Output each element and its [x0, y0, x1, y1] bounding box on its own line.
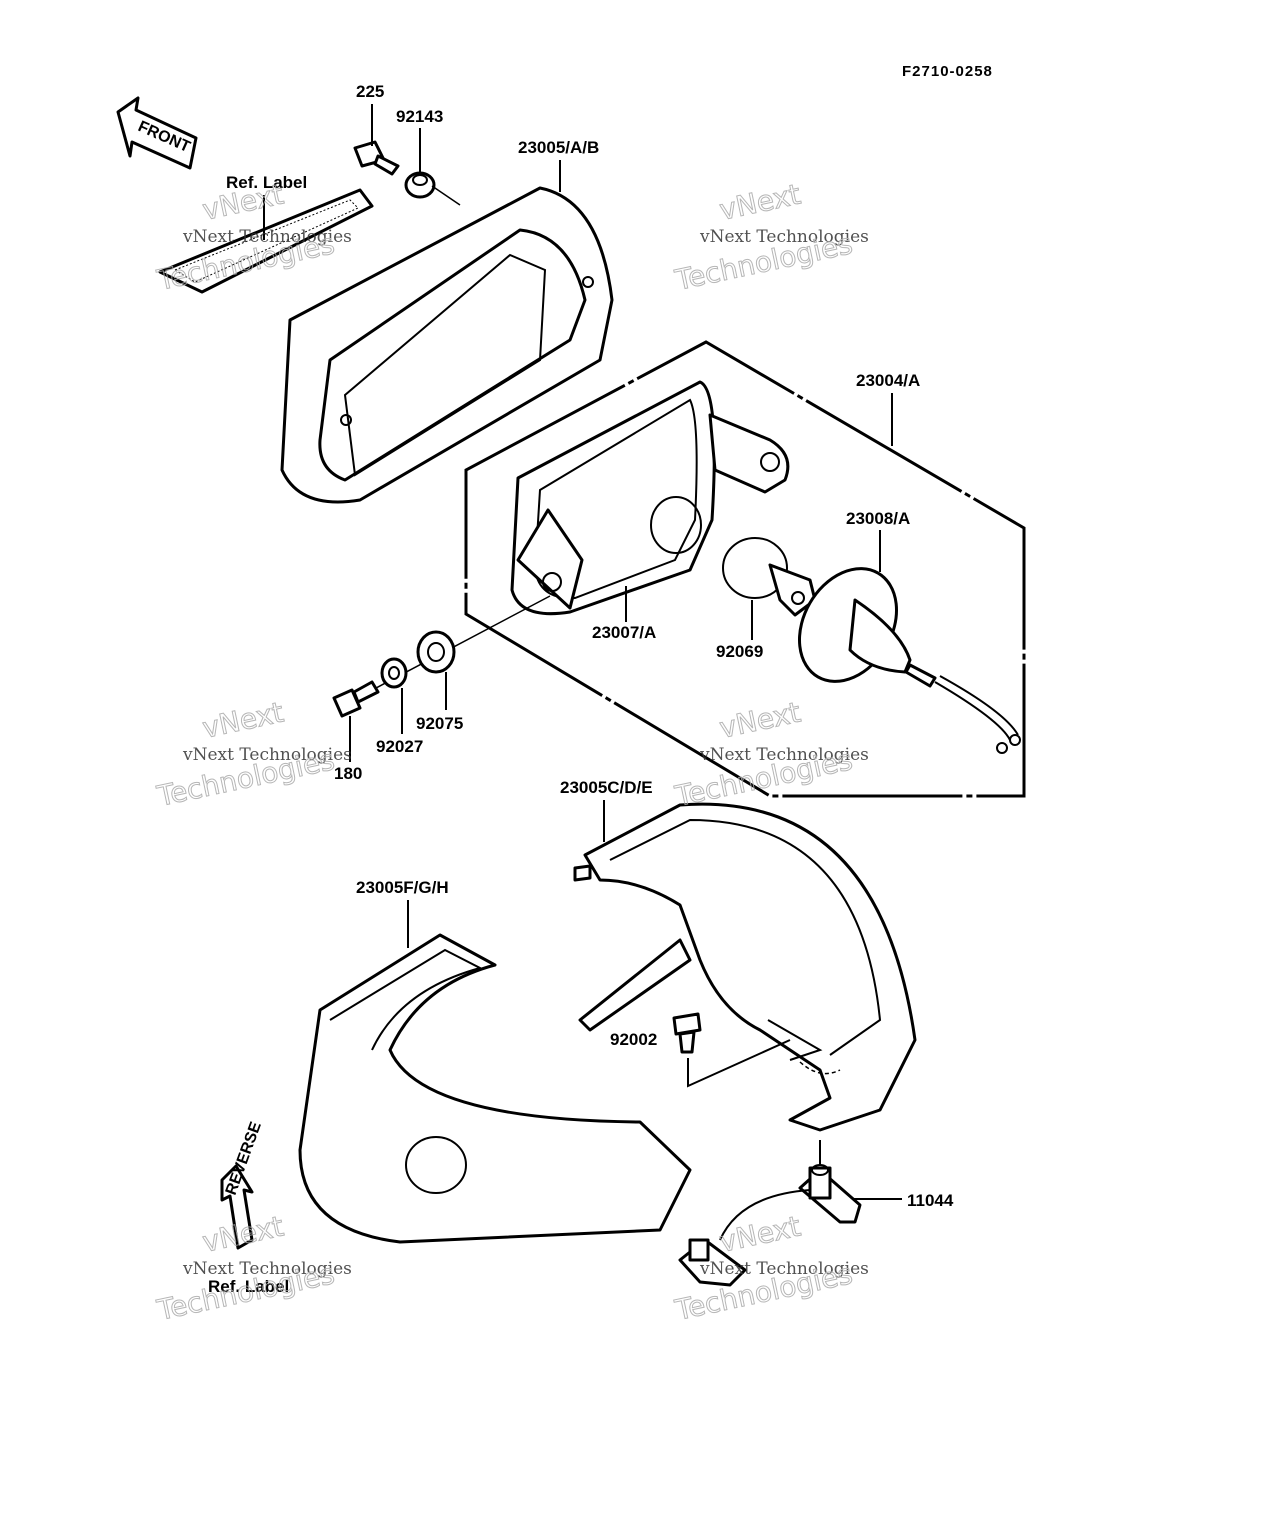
front-arrow-icon: FRONT: [116, 96, 198, 170]
watermark-6: vNext vNext Technologies Technologies: [671, 1209, 869, 1327]
label-92143: 92143: [396, 107, 443, 126]
bolt-225: [353, 140, 400, 176]
label-23008-a: 23008/A: [846, 509, 910, 528]
ref-label-plate-top: [158, 188, 374, 294]
label-ref-label-top: Ref. Label: [226, 173, 307, 192]
label-92069: 92069: [716, 642, 763, 661]
nut-92143: [404, 171, 436, 199]
svg-text:vNext: vNext: [200, 178, 287, 227]
svg-text:vNext Technologies: vNext Technologies: [699, 227, 869, 247]
svg-text:vNext Technologies: vNext Technologies: [182, 227, 352, 247]
bulb-92069: [722, 537, 817, 617]
label-11044: 11044: [907, 1191, 954, 1210]
rim-23005-a-b: [280, 186, 614, 504]
label-23005-c-d-e: 23005C/D/E: [560, 778, 653, 797]
leader-92002: [687, 1039, 791, 1088]
watermark-1: vNext vNext Technologies Technologies: [153, 177, 352, 297]
label-23005-a-b: 23005/A/B: [518, 138, 599, 157]
washer-92027: [380, 657, 408, 689]
svg-text:vNext: vNext: [717, 696, 804, 745]
label-23004-a: 23004/A: [856, 371, 920, 390]
assembly-outline: [464, 340, 1026, 798]
label-92075: 92075: [416, 714, 463, 733]
label-92002: 92002: [610, 1030, 657, 1049]
svg-text:vNext Technologies: vNext Technologies: [699, 745, 869, 765]
label-92027: 92027: [376, 737, 423, 756]
screw-180: [332, 680, 380, 718]
label-23007-a: 23007/A: [592, 623, 656, 642]
grommet-92075: [416, 630, 456, 674]
label-23005-f-g-h: 23005F/G/H: [356, 878, 449, 897]
svg-text:vNext: vNext: [717, 1210, 804, 1259]
svg-text:vNext Technologies: vNext Technologies: [699, 1259, 869, 1279]
cover-23005-c-d-e: [573, 802, 917, 1132]
svg-text:vNext: vNext: [717, 178, 804, 227]
lamp-body-23007-a: [510, 380, 790, 616]
bolt-92002: [672, 1012, 702, 1054]
socket-23008-a: [798, 567, 1021, 754]
label-ref-label-bottom: Ref. Label: [208, 1277, 289, 1296]
watermark-5: vNext vNext Technologies Technologies: [153, 1209, 352, 1327]
svg-text:vNext Technologies: vNext Technologies: [182, 1259, 352, 1279]
svg-text:vNext: vNext: [200, 1210, 287, 1259]
watermark-3: vNext vNext Technologies Technologies: [153, 695, 352, 813]
figure-code: F2710-0258: [902, 63, 993, 80]
svg-text:vNext: vNext: [200, 696, 287, 745]
bracket-11044: [678, 1164, 862, 1287]
label-225: 225: [356, 82, 384, 101]
svg-text:vNext Technologies: vNext Technologies: [182, 745, 352, 765]
cover-23005-f-g-h: [298, 933, 692, 1244]
label-180: 180: [334, 764, 362, 783]
watermark-2: vNext vNext Technologies Technologies: [671, 177, 869, 297]
